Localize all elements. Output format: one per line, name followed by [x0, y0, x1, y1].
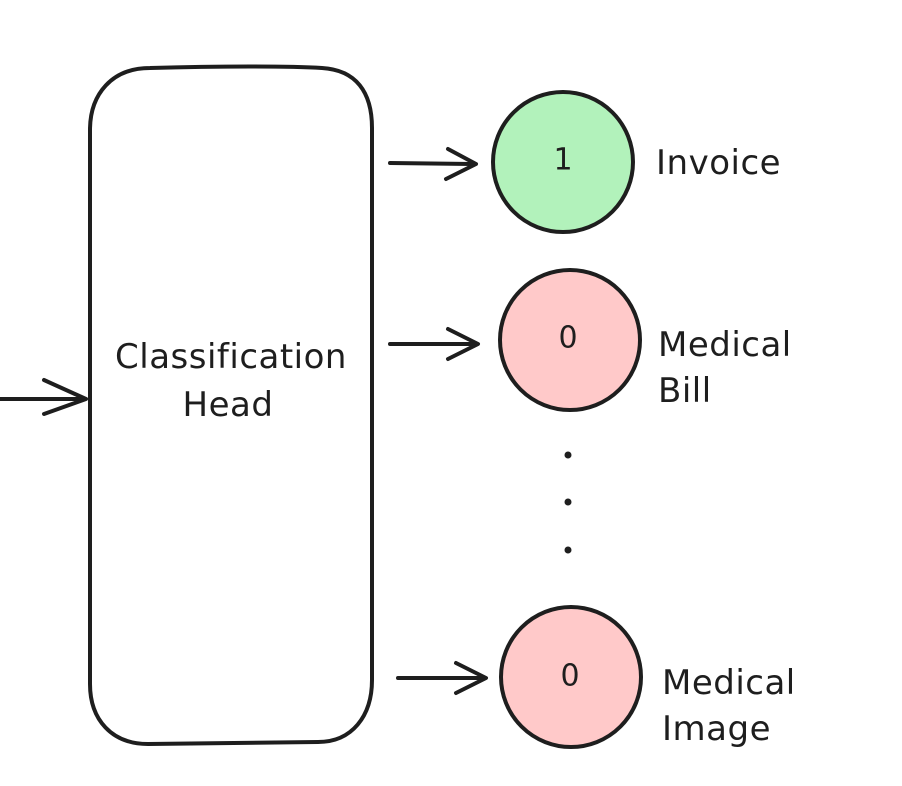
- output-arrowhead-2: [446, 327, 480, 361]
- ellipsis-dot-2: [564, 498, 572, 506]
- output-value-3: 0: [560, 659, 579, 694]
- ellipsis-dot-1: [564, 451, 572, 459]
- ellipsis-dots: [564, 451, 572, 554]
- output-arrowhead-3: [454, 661, 488, 695]
- output-arrow-1: [388, 161, 474, 166]
- output-label-2-line2: Bill: [658, 371, 712, 411]
- output-label-2-line1: Medical: [658, 325, 792, 365]
- output-label-1: Invoice: [656, 143, 781, 183]
- head-title-line1: Classification: [115, 337, 347, 377]
- classification-head-box: [88, 64, 374, 746]
- output-label-3-line1: Medical: [662, 663, 796, 703]
- input-arrow: [0, 378, 88, 416]
- output-value-1: 1: [553, 143, 572, 178]
- output-circle-1: [491, 90, 635, 234]
- output-node-1: 1 Invoice: [388, 90, 781, 234]
- output-circle-3: [499, 605, 643, 749]
- output-arrowhead-1: [444, 147, 478, 181]
- classification-head: Classification Head: [88, 64, 374, 746]
- head-title-line2: Head: [183, 385, 274, 425]
- output-node-2: 0 Medical Bill: [388, 268, 792, 412]
- ellipsis-dot-3: [564, 546, 572, 554]
- output-value-2: 0: [558, 321, 577, 356]
- output-label-3-line2: Image: [662, 709, 771, 749]
- output-node-3: 0 Medical Image: [396, 605, 796, 749]
- output-circle-2: [498, 268, 642, 412]
